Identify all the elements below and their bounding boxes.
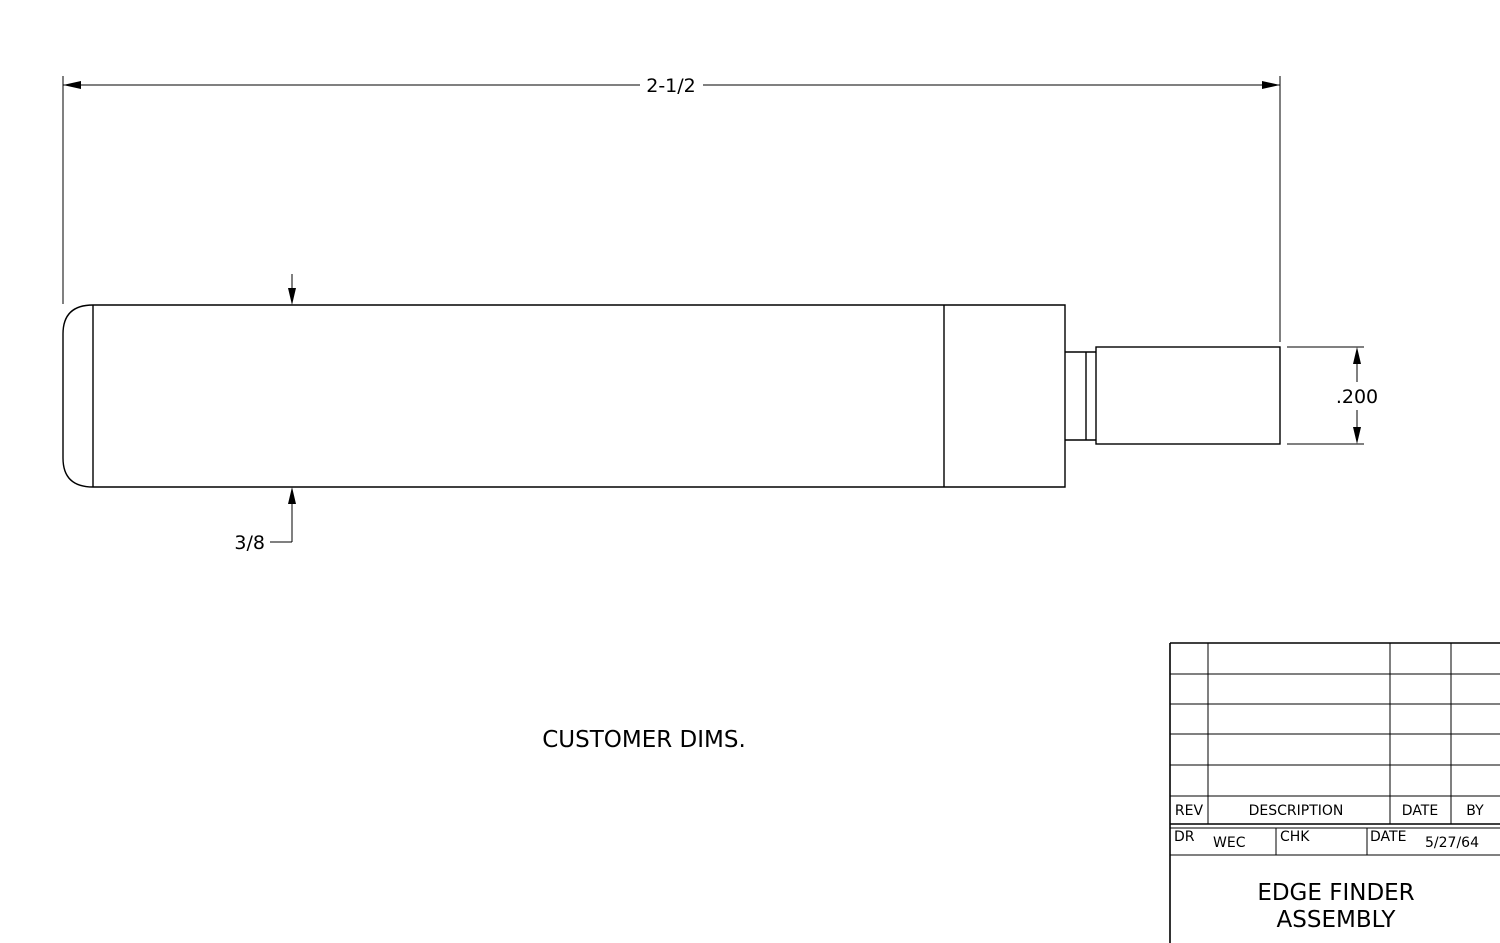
description-header: DESCRIPTION: [1249, 803, 1344, 819]
date-header: DATE: [1402, 803, 1438, 819]
by-header: BY: [1466, 803, 1484, 819]
date-value: 5/27/64: [1425, 835, 1479, 851]
drawing-title-line-2: ASSEMBLY: [1277, 907, 1397, 933]
date-label: DATE: [1370, 829, 1406, 845]
drawn-label: DR: [1174, 829, 1195, 845]
revision-table: REV DESCRIPTION DATE BY: [1170, 643, 1500, 829]
drawing-title-line-1: EDGE FINDER: [1257, 880, 1414, 906]
tip: [1095, 346, 1281, 445]
top-arrowhead: [288, 288, 296, 305]
main-body: [62, 304, 1066, 488]
checked-label: CHK: [1280, 829, 1310, 845]
overall-length-label: 2-1/2: [646, 75, 696, 97]
part-outline: [62, 304, 1281, 488]
arrowhead-top: [1353, 347, 1361, 364]
approval-row: DR WEC CHK DATE 5/27/64: [1170, 828, 1500, 856]
overall-length-dimension: 2-1/2: [62, 75, 1281, 342]
tip-diameter-label: .200: [1336, 386, 1378, 408]
arrowhead-bottom: [1353, 427, 1361, 444]
body-diameter-dimension: 3/8: [234, 274, 296, 554]
tip-diameter-dimension: .200: [1287, 346, 1378, 445]
rev-header: REV: [1175, 803, 1204, 819]
arrowhead-left: [63, 81, 81, 89]
body-diameter-label: 3/8: [234, 532, 265, 554]
bottom-arrowhead: [288, 487, 296, 504]
title-block: REV DESCRIPTION DATE BY DR WEC CHK DATE …: [1169, 642, 1500, 943]
customer-dims-note: CUSTOMER DIMS.: [542, 727, 746, 753]
drawn-value: WEC: [1213, 835, 1246, 851]
arrowhead-right: [1262, 81, 1280, 89]
